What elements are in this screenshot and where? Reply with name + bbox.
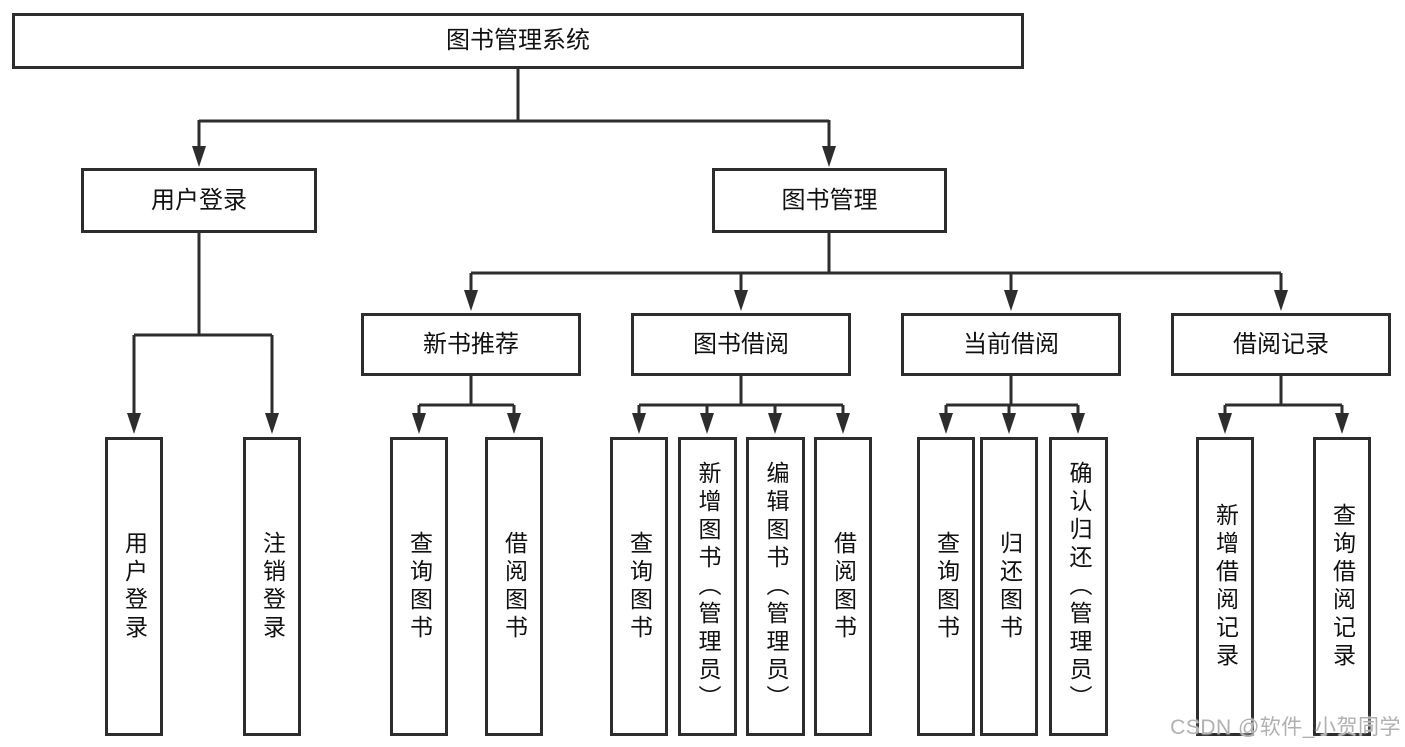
leaf-logout: 注销登录 (243, 437, 301, 736)
node-book-borrowing: 图书借阅 (631, 313, 851, 376)
leaf-current-return-books: 归还图书 (980, 437, 1038, 736)
leaf-records-query-record: 查询借阅记录 (1313, 437, 1371, 736)
leaf-records-add-record: 新增借阅记录 (1196, 437, 1254, 736)
node-borrowing-records: 借阅记录 (1171, 313, 1391, 376)
node-book-management: 图书管理 (712, 168, 947, 233)
leaf-newbooks-query-books: 查询图书 (390, 437, 448, 736)
node-new-book-recommendation: 新书推荐 (361, 313, 581, 376)
leaf-borrowing-edit-books-admin: 编辑图书（管理员） (746, 437, 805, 736)
leaf-borrowing-borrow-books: 借阅图书 (814, 437, 872, 736)
leaf-current-confirm-return-admin: 确认归还（管理员） (1049, 437, 1108, 736)
leaf-borrowing-query-books: 查询图书 (610, 437, 668, 736)
csdn-watermark: CSDN @软件_小贺同学 (1170, 716, 1401, 739)
leaf-borrowing-add-books-admin: 新增图书（管理员） (678, 437, 737, 736)
leaf-user-login: 用户登录 (105, 437, 163, 736)
leaf-current-query-books: 查询图书 (917, 437, 975, 736)
node-library-management-system: 图书管理系统 (12, 13, 1024, 69)
node-user-login: 用户登录 (81, 168, 317, 233)
node-current-borrowing: 当前借阅 (901, 313, 1121, 376)
leaf-newbooks-borrow-books: 借阅图书 (485, 437, 543, 736)
